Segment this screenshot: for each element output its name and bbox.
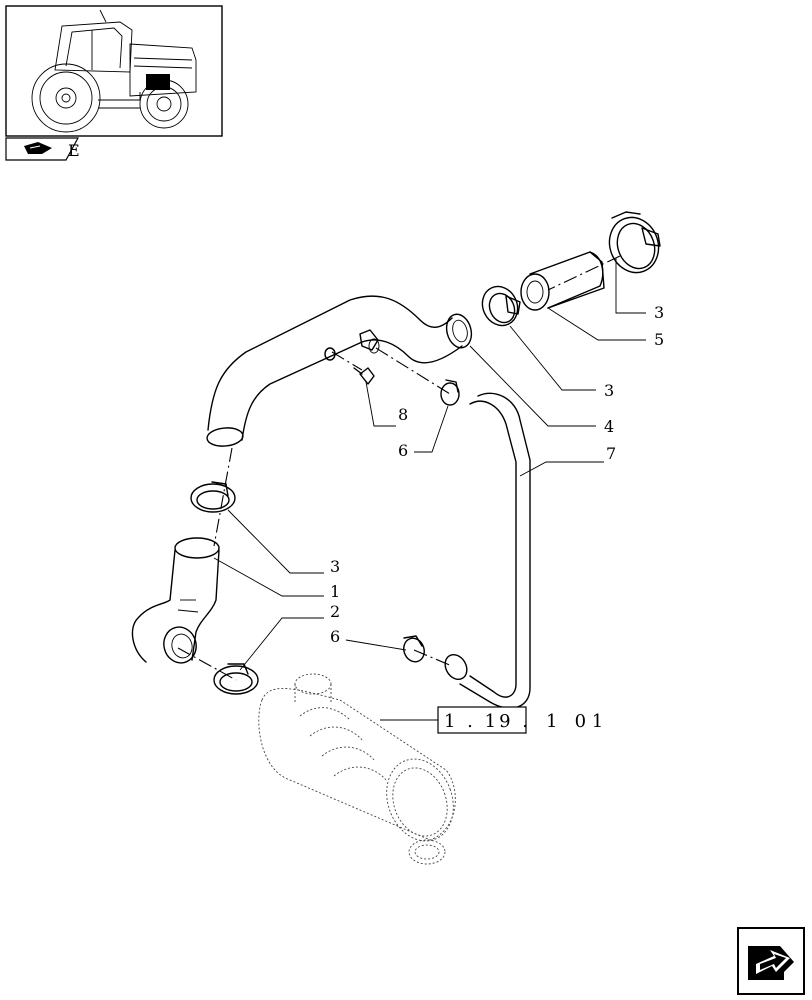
reference-tail: 1 0 1 — [546, 711, 603, 732]
hose-clamp-bottom — [213, 663, 259, 695]
callout-3c: 3 — [330, 557, 340, 576]
callout-6a: 6 — [398, 441, 408, 460]
callout-2: 2 — [330, 602, 340, 621]
hose-clamp-left — [190, 481, 236, 513]
callout-labels: 3 5 3 4 7 8 6 3 1 2 6 — [330, 303, 664, 646]
leader-lines — [213, 258, 646, 721]
reference-boxed: 1 . 19 . — [444, 711, 531, 732]
reference-link[interactable]: 1 . 19 . 1 0 1 — [437, 706, 603, 734]
callout-5: 5 — [654, 330, 664, 349]
air-filter-housing — [258, 673, 456, 865]
hose-clamp-middle — [481, 285, 521, 327]
hose-sleeve — [520, 251, 605, 311]
intake-pipe — [206, 295, 473, 447]
callout-3a: 3 — [654, 303, 664, 322]
callout-4: 4 — [604, 417, 614, 436]
next-page-arrow-icon[interactable] — [737, 927, 805, 995]
book-icon[interactable] — [5, 137, 80, 161]
small-hose — [444, 392, 531, 709]
callout-7: 7 — [606, 444, 616, 463]
hose-clamp-top — [608, 211, 661, 274]
corner-mark: E — [68, 141, 80, 160]
small-clamp-lower — [403, 635, 425, 663]
small-clamp-upper — [440, 379, 460, 406]
callout-6b: 6 — [330, 627, 340, 646]
callout-1: 1 — [330, 582, 340, 601]
callout-8: 8 — [398, 405, 408, 424]
screw-part — [324, 347, 375, 385]
tractor-thumbnail[interactable] — [5, 5, 223, 137]
callout-3b: 3 — [604, 381, 614, 400]
elbow-hose — [131, 537, 220, 664]
assembly-axes — [177, 255, 621, 681]
